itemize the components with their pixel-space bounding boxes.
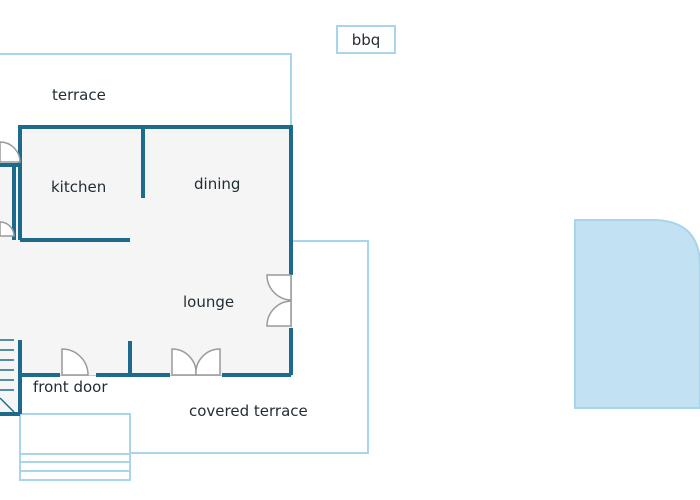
walls bbox=[0, 125, 293, 416]
house-floor bbox=[0, 127, 291, 414]
dining-label: dining bbox=[194, 175, 241, 193]
bbq-box: bbq bbox=[336, 25, 396, 54]
stair bbox=[0, 339, 15, 413]
covered-terrace-label: covered terrace bbox=[189, 402, 308, 420]
bbq-label: bbq bbox=[351, 30, 381, 49]
lounge-label: lounge bbox=[183, 293, 235, 311]
front-steps bbox=[19, 414, 131, 481]
pool bbox=[574, 219, 700, 409]
terrace-outline bbox=[0, 53, 292, 127]
front-door-label: front door bbox=[33, 378, 108, 396]
door-swings bbox=[0, 141, 292, 376]
terrace-label: terrace bbox=[52, 86, 106, 104]
kitchen-label: kitchen bbox=[51, 178, 107, 196]
